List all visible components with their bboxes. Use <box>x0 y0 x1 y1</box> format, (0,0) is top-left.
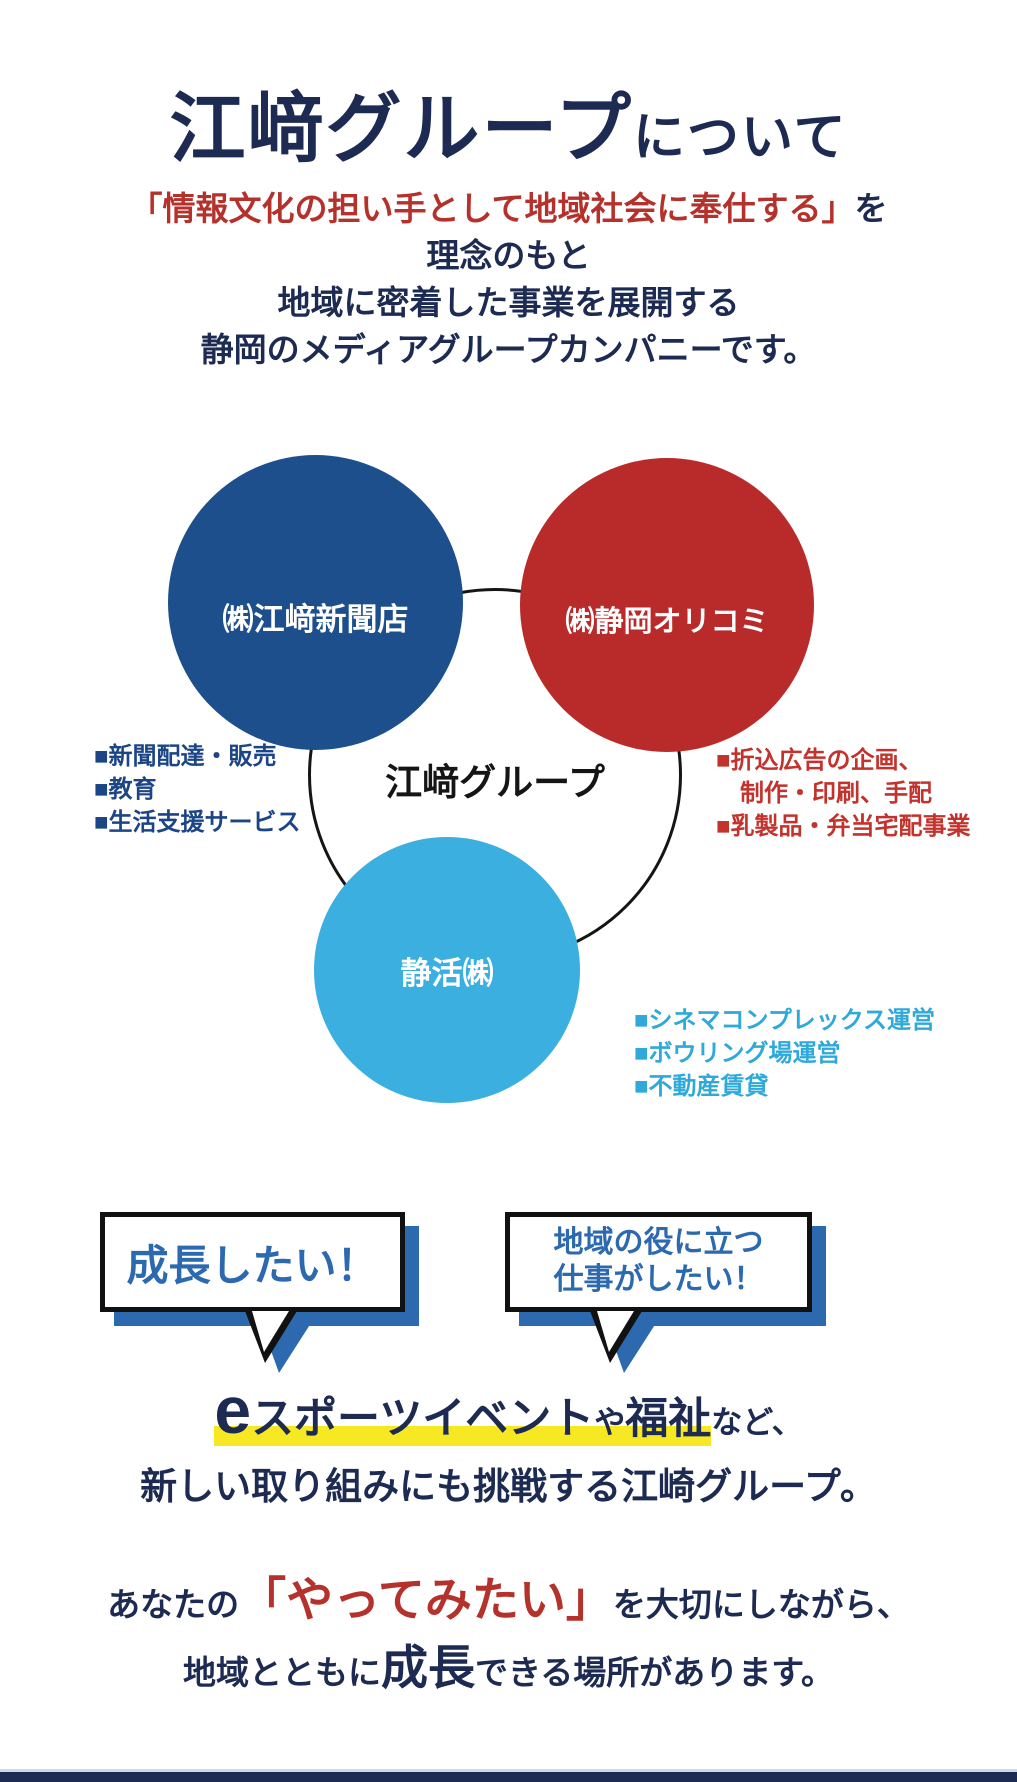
intro-quote: 「情報文化の担い手として地域社会に奉仕する」 <box>129 190 855 227</box>
esports-e: e <box>214 1373 252 1447</box>
business-item: ■不動産賃貸 <box>634 1073 769 1101</box>
closing-post: を大切にしながら、 <box>612 1586 910 1623</box>
highlighted-phrase: eスポーツイベントや福祉 <box>214 1372 711 1448</box>
intro-quote-suffix: を <box>854 190 888 227</box>
company-name-ezaki-shimbun: ㈱江﨑新聞店 <box>222 602 409 637</box>
business-item: ■生活支援サービス <box>94 809 301 837</box>
speech-bubble-box: 地域の役に立つ 仕事がしたい！ <box>505 1212 812 1312</box>
esports-rest: スポーツイベント <box>251 1395 595 1443</box>
business-item: ■教育 <box>94 776 157 804</box>
welfare-text: 福祉 <box>625 1395 712 1443</box>
connector-text: や <box>594 1405 626 1440</box>
footer-divider-bar <box>0 1769 1017 1782</box>
intro-line-1: 「情報文化の担い手として地域社会に奉仕する」を <box>0 186 1017 233</box>
business-list-shizukatsu: ■シネマコンプレックス運営 ■ボウリング場運営 ■不動産賃貸 <box>634 1004 935 1103</box>
intro-line-2: 理念のもと <box>426 236 591 274</box>
speech-bubble-community: 地域の役に立つ 仕事がしたい！ <box>505 1212 812 1373</box>
page-title-suffix: について <box>633 109 848 168</box>
challenge-line-1: eスポーツイベントや福祉など、 <box>0 1372 1017 1448</box>
challenge-statement: eスポーツイベントや福祉など、 新しい取り組みにも挑戦する江崎グループ。 <box>0 1372 1017 1510</box>
business-list-ezaki-shimbun: ■新聞配達・販売 ■教育 ■生活支援サービス <box>94 740 301 839</box>
closing-line2-emphasis: 成長 <box>380 1641 475 1695</box>
closing-emphasis-red: 「やってみたい」 <box>239 1573 613 1626</box>
challenge-line-2: 新しい取り組みにも挑戦する江崎グループ。 <box>140 1466 877 1507</box>
speech-bubble-tail-icon <box>590 1311 656 1373</box>
speech-bubble-text: 地域の役に立つ <box>553 1226 764 1260</box>
closing-line2-pre: 地域とともに <box>182 1654 381 1692</box>
closing-message: あなたの「やってみたい」を大切にしながら、 地域とともに成長できる場所があります… <box>0 1566 1017 1702</box>
business-item: ■新聞配達・販売 <box>94 743 277 770</box>
group-center-label: 江﨑グループ <box>385 762 605 803</box>
speech-bubble-tail-icon <box>245 1311 311 1373</box>
challenge-tail-text: など、 <box>711 1405 803 1440</box>
page-title: 江﨑グループについて <box>0 67 1017 177</box>
business-item: ■シネマコンプレックス運営 <box>634 1007 936 1034</box>
closing-pre: あなたの <box>107 1586 240 1623</box>
business-item: ■ボウリング場運営 <box>634 1040 841 1068</box>
business-list-shizuoka-orikomi: ■折込広告の企画、 制作・印刷、手配 ■乳製品・弁当宅配事業 <box>716 744 971 843</box>
speech-bubble-text: 仕事がしたい！ <box>553 1263 764 1296</box>
closing-line-2: 地域とともに成長できる場所があります。 <box>0 1634 1017 1702</box>
intro-paragraph: 「情報文化の担い手として地域社会に奉仕する」を 理念のもと 地域に密着した事業を… <box>0 186 1017 373</box>
page-title-main: 江﨑グループ <box>169 87 633 173</box>
company-name-shizukatsu: 静活㈱ <box>400 955 494 991</box>
speech-bubble-text: 成長したい！ <box>126 1241 379 1289</box>
company-circle-shizukatsu: 静活㈱ <box>314 837 580 1103</box>
business-item: ■折込広告の企画、 <box>716 747 923 774</box>
company-name-shizuoka-orikomi: ㈱静岡オリコミ <box>565 606 769 638</box>
speech-bubble-box: 成長したい！ <box>100 1212 405 1312</box>
closing-line-1: あなたの「やってみたい」を大切にしながら、 <box>0 1566 1017 1634</box>
intro-line-3: 地域に密着した事業を展開する <box>277 283 740 321</box>
company-circle-ezaki-shimbun: ㈱江﨑新聞店 <box>168 455 463 750</box>
speech-bubble-growth: 成長したい！ <box>100 1212 405 1373</box>
business-item: ■乳製品・弁当宅配事業 <box>716 813 971 841</box>
company-circle-shizuoka-orikomi: ㈱静岡オリコミ <box>520 458 814 752</box>
intro-line-4: 静岡のメディアグループカンパニーです。 <box>200 330 817 368</box>
business-item: 制作・印刷、手配 <box>716 780 932 808</box>
closing-line2-post: できる場所があります。 <box>474 1654 835 1692</box>
